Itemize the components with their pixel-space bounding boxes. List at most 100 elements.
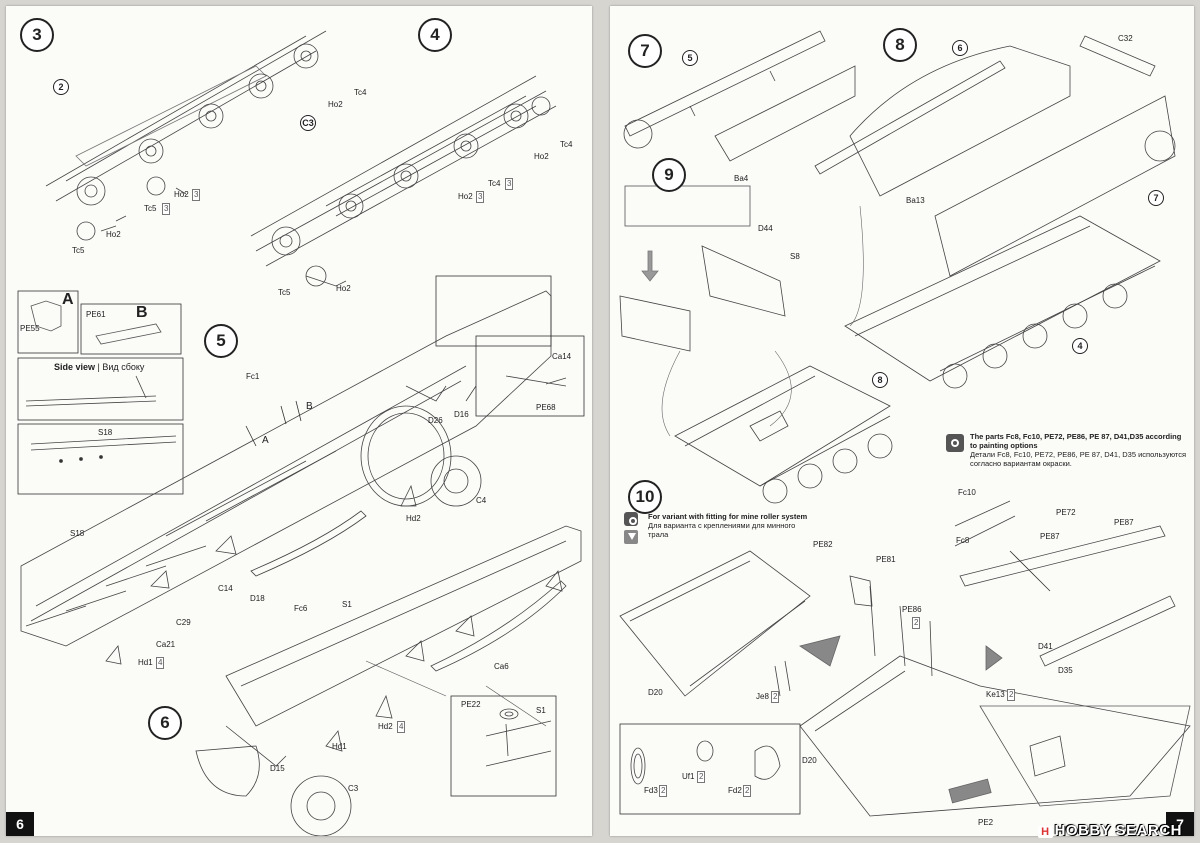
step10-lower-hull — [799, 575, 1191, 817]
callout-2: 2 — [53, 79, 69, 95]
step-10-badge: 10 — [628, 480, 662, 514]
callout-7: 7 — [1148, 190, 1164, 206]
label-pe87-b: PE87 — [1040, 532, 1060, 541]
step4-beam-assembly — [250, 75, 557, 287]
label-ho2-c: Ho2 — [106, 230, 121, 239]
variant-note-en: For variant with fitting for mine roller… — [648, 512, 808, 521]
painting-note: The parts Fc8, Fc10, PE72, PE86, PE 87, … — [970, 432, 1190, 468]
side-view-ru: Вид сбоку — [102, 362, 145, 372]
label-s1: S1 — [342, 600, 352, 609]
label-ca14: Ca14 — [552, 352, 572, 361]
label-d18: D18 — [250, 594, 265, 603]
label-a: A — [262, 435, 269, 446]
step8-side-panels — [814, 35, 1176, 277]
step-3-badge: 3 — [20, 18, 54, 52]
qty-ke13: 2 — [1007, 689, 1016, 701]
label-ho2-d: Ho2 — [534, 152, 549, 161]
label-uf1: Uf1 — [682, 772, 695, 781]
detail-part-s18: S18 — [98, 428, 113, 437]
callout-3: C3 — [300, 115, 316, 131]
label-ke13: Ke13 — [986, 690, 1005, 699]
callout-8: 8 — [872, 372, 888, 388]
label-ho2-e: Ho2 — [458, 192, 473, 201]
label-d20-a: D20 — [648, 688, 663, 697]
step7-side-panels — [623, 30, 856, 162]
label-tc4-e: Tc4 — [488, 179, 501, 188]
label-pe2: PE2 — [978, 818, 994, 827]
legend-part-pe55: PE55 — [20, 324, 40, 333]
label-hd1-b: Hd1 — [332, 742, 347, 751]
qty-uf1: 2 — [697, 771, 706, 783]
label-pe86: PE86 — [902, 605, 922, 614]
label-c3: C3 — [348, 784, 359, 793]
step-7-badge: 7 — [628, 34, 662, 68]
step9-front-plate — [619, 185, 786, 352]
label-tc5-c: Tc5 — [72, 246, 85, 255]
label-pe81: PE81 — [876, 555, 896, 564]
callout-6: 6 — [952, 40, 968, 56]
qty-ho2-e: 3 — [476, 191, 485, 203]
side-view-separator: | — [97, 362, 100, 372]
page-number-right: 7 — [1166, 812, 1194, 836]
label-ca6: Ca6 — [494, 662, 509, 671]
step-5-badge: 5 — [204, 324, 238, 358]
variant-note-ru: Для варианта с креплениями для минного т… — [648, 521, 796, 539]
label-ba13: Ba13 — [906, 196, 925, 205]
step5-lower-plate — [225, 525, 582, 752]
label-s18: S18 — [70, 529, 85, 538]
qty-fd2: 2 — [743, 785, 752, 797]
label-pe72: PE72 — [1056, 508, 1076, 517]
label-pe87-a: PE87 — [1114, 518, 1134, 527]
label-tc4-d: Tc4 — [560, 140, 573, 149]
painting-note-ru: Детали Fc8, Fc10, PE72, PE86, PE 87, D41… — [970, 450, 1187, 468]
qty-ho2-b: 3 — [192, 189, 201, 201]
label-ho2-b: Ho2 — [174, 190, 189, 199]
label-pe82: PE82 — [813, 540, 833, 549]
step3-beam-assembly — [45, 30, 327, 241]
label-fc8: Fc8 — [956, 536, 970, 545]
qty-tc5-b: 3 — [162, 203, 171, 215]
step5-hull-side — [20, 275, 585, 665]
label-ca21: Ca21 — [156, 640, 176, 649]
label-c29: C29 — [176, 618, 191, 627]
page-number-left: 6 — [6, 812, 34, 836]
label-tc5-b: Tc5 — [144, 204, 157, 213]
label-pe68: PE68 — [536, 403, 556, 412]
step-4-badge: 4 — [418, 18, 452, 52]
label-d26: D26 — [428, 416, 443, 425]
painting-note-en: The parts Fc8, Fc10, PE72, PE86, PE 87, … — [970, 432, 1182, 450]
instruction-page-left: 3 4 5 6 2 C3 Ho2 Tc4 Ho2 3 Tc5 3 Ho2 Tc5… — [6, 6, 592, 836]
label-hd2-b: Hd2 — [378, 722, 393, 731]
label-ho2-a: Ho2 — [328, 100, 343, 109]
label-s8: S8 — [790, 252, 800, 261]
label-d16: D16 — [454, 410, 469, 419]
label-tc5-e: Tc5 — [278, 288, 291, 297]
assembly-drawings-right — [619, 30, 1191, 817]
legend-part-pe61: PE61 — [86, 310, 106, 319]
label-fd3: Fd3 — [644, 786, 658, 795]
label-c32: C32 — [1118, 34, 1133, 43]
label-hd2-a: Hd2 — [406, 514, 421, 523]
callout-5: 5 — [682, 50, 698, 66]
step10-rear-frame — [954, 500, 1191, 807]
side-view-en: Side view — [54, 362, 96, 372]
label-c14: C14 — [218, 584, 233, 593]
qty-pe86: 2 — [912, 617, 921, 629]
label-d41: D41 — [1038, 642, 1053, 651]
qty-hd1: 4 — [156, 657, 165, 669]
label-fc10: Fc10 — [958, 488, 976, 497]
legend-letter-b: B — [136, 304, 148, 321]
step9-hull — [674, 365, 893, 504]
qty-fd3: 2 — [659, 785, 668, 797]
watermark-text: HOBBY SEARCH — [1054, 822, 1182, 839]
step6-rear-plate — [195, 725, 352, 836]
label-ba4: Ba4 — [734, 174, 749, 183]
label-s1-detail: S1 — [536, 706, 546, 715]
step-6-badge: 6 — [148, 706, 182, 740]
qty-tc4-e: 3 — [505, 178, 514, 190]
label-d35: D35 — [1058, 666, 1073, 675]
assembly-drawings-left — [17, 30, 585, 836]
step10-plate — [619, 550, 841, 697]
callout-4: 4 — [1072, 338, 1088, 354]
